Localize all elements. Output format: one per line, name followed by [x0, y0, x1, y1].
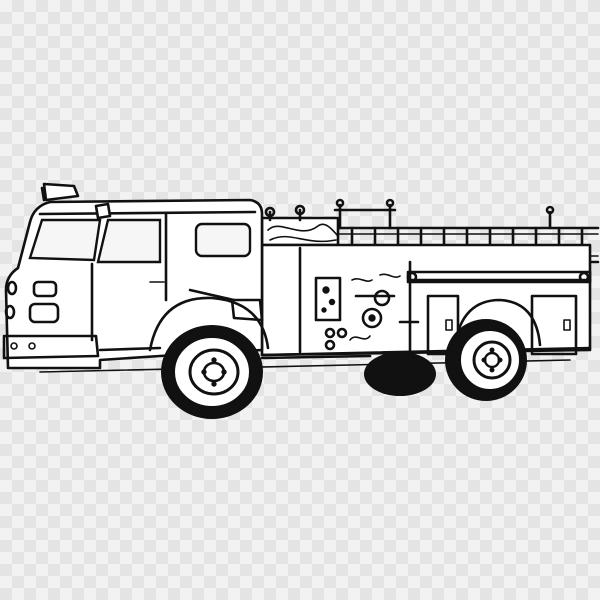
chassis-rail — [260, 354, 372, 360]
front-bumper — [2, 334, 100, 360]
door-window — [96, 218, 162, 264]
gauge-panel — [314, 276, 342, 322]
front-wheel-arch — [148, 296, 270, 352]
rear-cab-window — [194, 222, 252, 258]
compartment-door-2 — [530, 294, 578, 356]
headlight-upper — [32, 280, 58, 298]
headlight-lower — [28, 302, 60, 324]
rear-wheels — [364, 319, 527, 401]
windshield — [28, 218, 102, 262]
hose-equipment — [260, 204, 340, 247]
rear-body — [260, 243, 592, 357]
pump-valves — [324, 273, 420, 351]
rear-wheel-arch — [453, 298, 542, 347]
beacon-light-icon — [40, 182, 80, 202]
compartment-door-1 — [426, 294, 460, 356]
front-wheel — [161, 325, 263, 419]
